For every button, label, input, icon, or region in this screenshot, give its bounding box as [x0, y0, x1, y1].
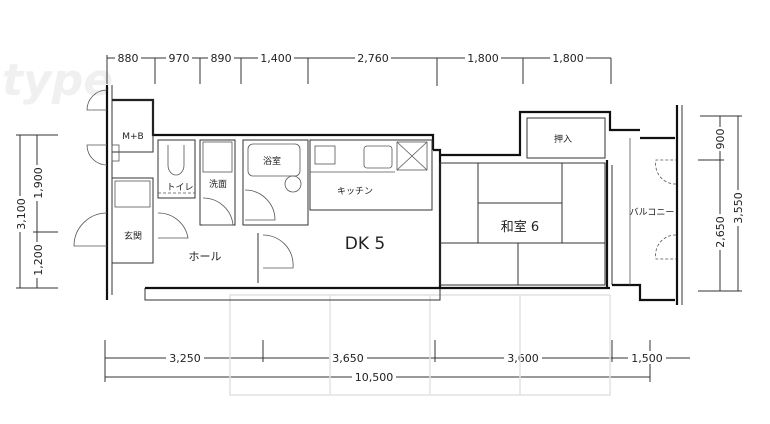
- room-label-kitchen: キッチン: [337, 186, 373, 197]
- room-bath: 浴室: [242, 139, 309, 226]
- room-label-bath: 浴室: [263, 155, 281, 167]
- room-toilet: トイレ: [157, 139, 196, 199]
- lower-building-outline: [229, 294, 611, 396]
- room-label-closet: 押入: [554, 133, 572, 145]
- dim-label: 2,650: [714, 216, 727, 248]
- washbasin-icon: [202, 141, 233, 173]
- dim-label: 2,760: [357, 52, 389, 65]
- balcony: バルコニー: [630, 159, 677, 260]
- room-label-hall: ホール: [189, 250, 222, 263]
- room-label-washitsu: 和室 6: [501, 219, 539, 235]
- toilet-icon: [167, 145, 185, 176]
- dim-label: 1,400: [260, 52, 292, 65]
- dim-label: 1,500: [631, 352, 663, 365]
- door-swing: [244, 189, 276, 221]
- dim-label: 880: [118, 52, 139, 65]
- dim-label: 10,500: [355, 371, 394, 384]
- door-swing: [157, 212, 189, 239]
- room-kitchen: キッチン: [309, 139, 433, 211]
- room-closet: 押入: [526, 117, 606, 159]
- dim-label: 890: [211, 52, 232, 65]
- room-label-balcony: バルコニー: [630, 207, 675, 218]
- room-label-mb: M+B: [122, 132, 143, 142]
- right-dimension-line: 900 2,650 3,550: [698, 115, 745, 292]
- dim-label: 1,800: [467, 52, 499, 65]
- dim-label: 3,250: [169, 352, 201, 365]
- dim-label: 3,100: [15, 198, 28, 230]
- door-swing: [86, 89, 108, 111]
- door-swing: [655, 234, 677, 260]
- room-mb: M+B: [86, 89, 154, 166]
- refrigerator-space: [396, 141, 428, 171]
- door-swing: [655, 159, 677, 185]
- sink-icon: [363, 145, 393, 169]
- dim-label: 970: [169, 52, 190, 65]
- door-swing: [262, 234, 294, 269]
- dim-label: 1,900: [32, 167, 45, 199]
- top-dimension-labels: 880 970 890 1,400 2,760 1,800 1,800: [115, 51, 586, 65]
- dim-label: 3,650: [332, 352, 364, 365]
- dim-label: 1,800: [552, 52, 584, 65]
- door-swing: [86, 144, 108, 166]
- left-dimension-line: 3,100 1,900 1,200: [13, 134, 58, 289]
- room-label-dk: DK 5: [345, 234, 385, 254]
- dim-label: 1,200: [32, 244, 45, 276]
- door-swing: [202, 197, 234, 226]
- room-label-washroom: 洗面: [209, 178, 227, 190]
- stove-icon: [314, 145, 336, 165]
- room-hall: ホール: [189, 233, 294, 283]
- room-label-toilet: トイレ: [166, 183, 193, 193]
- room-washroom: 洗面: [199, 139, 236, 226]
- dim-label: 3,600: [507, 352, 539, 365]
- bottom-dimension-line: 3,250 3,650 3,600 1,500 10,500: [104, 340, 690, 384]
- room-entrance: 玄関: [73, 177, 189, 264]
- bathtub-icon: [247, 143, 301, 177]
- room-washitsu: 和室 6: [439, 162, 606, 286]
- room-label-entrance: 玄関: [124, 230, 142, 242]
- dim-label: 3,550: [732, 192, 745, 224]
- entrance-door-swing: [73, 212, 108, 247]
- dim-label: 900: [714, 129, 727, 150]
- watermark: type: [2, 55, 113, 106]
